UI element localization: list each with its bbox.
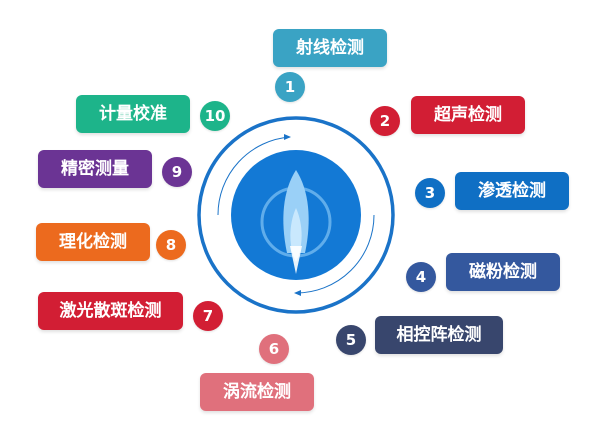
method-label-2: 超声检测 [411, 96, 525, 134]
method-number-1: 1 [275, 72, 305, 102]
flow-arrow-left [217, 136, 291, 216]
method-number-4: 4 [406, 262, 436, 292]
method-number-7: 7 [193, 301, 223, 331]
method-number-5: 5 [336, 325, 366, 355]
method-label-4: 磁粉检测 [446, 253, 560, 291]
rocket-icon [260, 170, 332, 274]
flow-arrow-right [294, 214, 375, 294]
flow-arrow-right-head [294, 290, 301, 296]
method-number-8: 8 [156, 230, 186, 260]
method-label-6: 涡流检测 [200, 373, 314, 411]
method-label-9: 精密测量 [38, 150, 152, 188]
method-number-10: 10 [200, 101, 230, 131]
flow-arrow-left-head [284, 134, 291, 140]
method-number-3: 3 [415, 178, 445, 208]
method-number-6: 6 [259, 334, 289, 364]
method-number-2: 2 [370, 106, 400, 136]
method-label-7: 激光散斑检测 [38, 292, 183, 330]
method-number-9: 9 [162, 157, 192, 187]
outer-ring [197, 116, 395, 314]
method-label-8: 理化检测 [36, 223, 150, 261]
method-label-5: 相控阵检测 [375, 316, 503, 354]
method-label-10: 计量校准 [76, 95, 190, 133]
method-label-1: 射线检测 [273, 29, 387, 67]
method-label-3: 渗透检测 [455, 172, 569, 210]
